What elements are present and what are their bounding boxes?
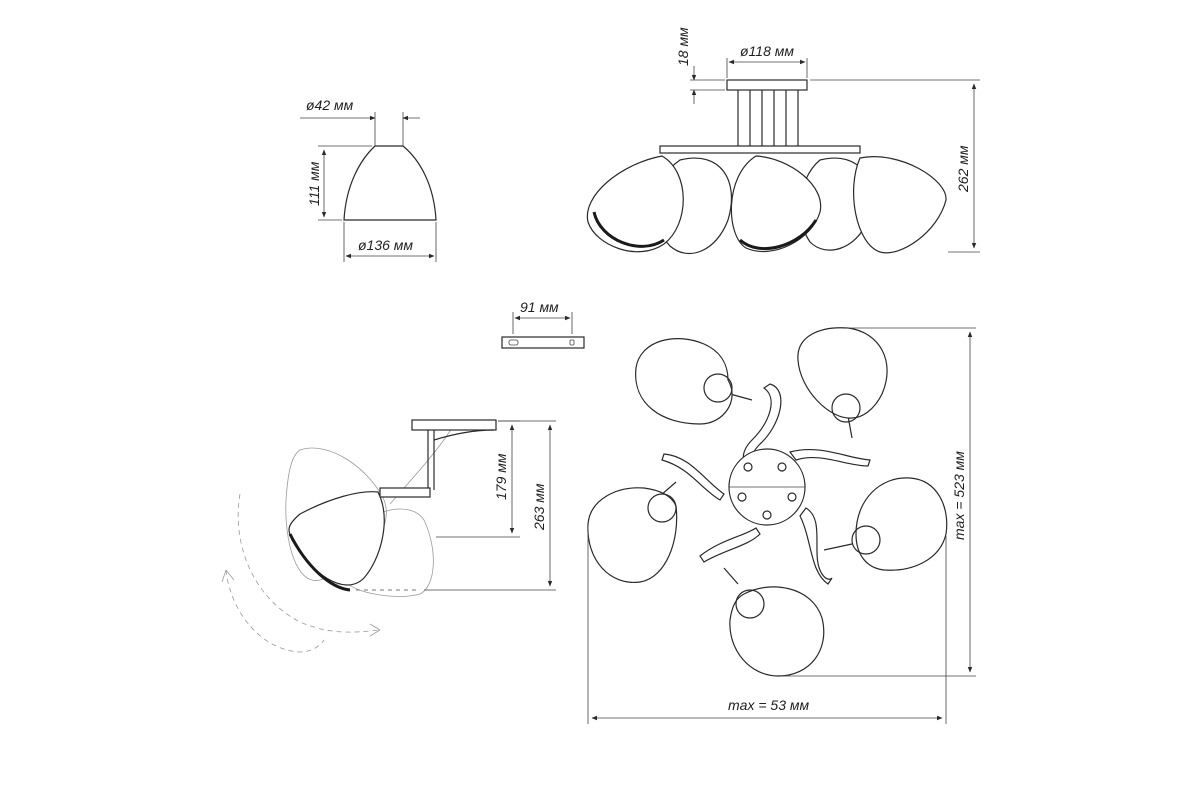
- top-shade-3: [587, 487, 678, 583]
- label-top-max-width: max = 53 мм: [728, 697, 809, 713]
- mounting-bracket-view: 91 мм: [501, 299, 585, 349]
- label-base-height: 18 мм: [675, 27, 691, 66]
- top-shade-1: [635, 338, 733, 425]
- single-shade-view: ø42 мм 111 мм ø136 мм: [300, 97, 437, 262]
- arm-shade: [288, 491, 385, 586]
- mounting-bracket: [501, 336, 585, 349]
- top-shade-2: [797, 327, 888, 419]
- rotation-arrow-icon: [221, 493, 381, 653]
- arm-bar: [659, 145, 861, 154]
- shade-outline: [343, 145, 437, 221]
- label-arm-height: 179 мм: [493, 453, 509, 500]
- shade-front-center-rim: [738, 219, 818, 251]
- top-shade-4: [855, 477, 948, 571]
- shade-front-left-rim: [592, 211, 665, 248]
- fixture-top-view: max = 523 мм max = 53 мм: [587, 327, 976, 724]
- label-side-total-height: 262 мм: [955, 145, 971, 193]
- base-plate: [726, 79, 808, 91]
- label-shade-bottom-diameter: ø136 мм: [358, 237, 413, 253]
- label-shade-top-diameter: ø42 мм: [306, 97, 354, 113]
- label-base-diameter: ø118 мм: [740, 43, 794, 59]
- top-shade-5: [729, 586, 825, 677]
- shade-front-center: [730, 155, 822, 253]
- shade-front-left: [586, 155, 684, 253]
- label-shade-height: 111 мм: [306, 161, 322, 206]
- fixture-side-view: 18 мм ø118 мм 262 мм: [586, 27, 980, 255]
- label-bracket-length: 91 мм: [520, 299, 559, 315]
- arm-rotation-view: 179 мм 263 мм: [221, 419, 556, 653]
- shade-back-3: [853, 156, 947, 254]
- arm-ceiling-plate: [411, 419, 497, 431]
- mount-rods: [737, 90, 799, 148]
- label-top-max-height: max = 523 мм: [951, 451, 967, 540]
- label-arm-total-height: 263 мм: [531, 483, 547, 531]
